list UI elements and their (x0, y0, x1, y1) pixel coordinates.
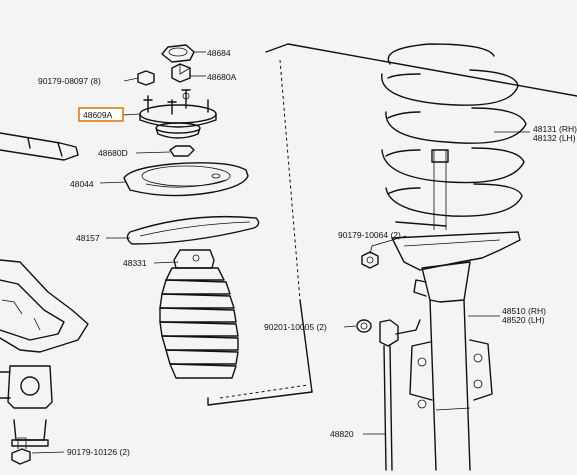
label-48132: 48132 (LH) (533, 133, 576, 143)
label-48680a: 48680A (207, 72, 237, 82)
nut-08097-part (137, 70, 155, 86)
mount-nut-part (171, 63, 191, 83)
part-labels: 48684 48680A 90179-08097 (8) 48609A 4868… (38, 48, 577, 457)
stabilizer-bushing (0, 365, 53, 447)
assembly-boundary (207, 43, 577, 406)
label-48609a[interactable]: 48609A (83, 110, 113, 120)
label-48680d: 48680D (98, 148, 128, 158)
label-48131: 48131 (RH) (533, 124, 577, 134)
bracket-bolt-icon (11, 437, 31, 465)
highlight-frame (78, 107, 124, 122)
strut-support-mount (139, 89, 217, 139)
label-90179-10064: 90179-10064 (2) (338, 230, 401, 240)
spring-insulator (126, 215, 260, 245)
label-48157: 48157 (76, 233, 100, 243)
label-48044: 48044 (70, 179, 94, 189)
label-48510: 48510 (RH) (502, 306, 546, 316)
upper-support-bar (0, 132, 79, 161)
washer-10005-part (356, 319, 372, 333)
label-48331: 48331 (123, 258, 147, 268)
crossmember-bracket (0, 259, 89, 353)
shock-absorber-strut (391, 231, 521, 471)
label-90201-10005: 90201-10005 (2) (264, 322, 327, 332)
bellows-boot (159, 249, 239, 379)
nut-10064-part (361, 251, 379, 269)
label-48520: 48520 (LH) (502, 315, 545, 325)
dust-cap-part (161, 44, 195, 63)
label-90179-10126: 90179-10126 (2) (67, 447, 130, 457)
spring-upper-seat (123, 162, 249, 197)
label-48684: 48684 (207, 48, 231, 58)
washer-part (169, 145, 195, 157)
leader-lines (31, 51, 530, 454)
label-48820: 48820 (330, 429, 354, 439)
label-90179-08097: 90179-08097 (8) (38, 76, 101, 86)
stabilizer-link (379, 319, 421, 471)
coil-spring (381, 43, 527, 230)
